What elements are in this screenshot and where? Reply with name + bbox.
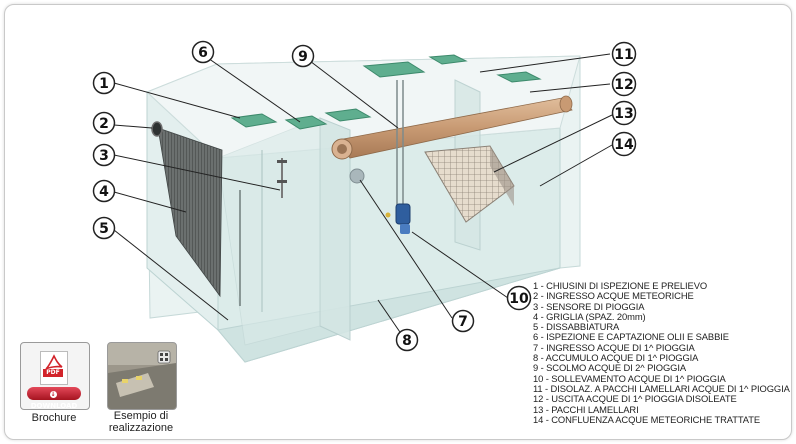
callout-5-label: 5	[99, 221, 109, 237]
example-photo-button[interactable]	[107, 342, 177, 410]
callout-7: 7	[451, 309, 475, 333]
legend-item: 10 - SOLLEVAMENTO ACQUE DI 1^ PIOGGIA	[533, 372, 726, 384]
example-label-line1: Esempio di	[113, 410, 169, 422]
callout-9: 9	[291, 44, 315, 68]
callout-12: 12	[611, 71, 637, 97]
lift-pump	[385, 80, 411, 234]
callout-1: 1	[92, 71, 116, 95]
legend-item: 7 - INGRESSO ACQUE DI 1^ PIOGGIA	[533, 341, 695, 353]
callout-7-label: 7	[458, 314, 468, 330]
brochure-label[interactable]: Brochure	[31, 412, 77, 424]
callout-6: 6	[191, 40, 215, 64]
legend-item: 8 - ACCUMULO ACQUE DI 1^ PIOGGIA	[533, 352, 699, 364]
callout-1-label: 1	[99, 76, 109, 92]
legend-item: 14 - CONFLUENZA ACQUE METEORICHE TRATTAT…	[533, 413, 761, 425]
callout-11-label: 11	[614, 47, 633, 63]
callout-2-label: 2	[99, 116, 109, 132]
acrobat-logo-icon	[45, 354, 63, 370]
callout-9-label: 9	[298, 49, 308, 65]
callout-8: 8	[395, 328, 419, 352]
callout-13-label: 13	[614, 106, 633, 122]
inlet-opening	[151, 121, 163, 137]
callout-13: 13	[611, 100, 637, 126]
callout-12-label: 12	[614, 77, 633, 93]
rain-sensor	[277, 158, 287, 198]
first-rain-inlet-ball	[349, 168, 365, 184]
callout-3: 3	[92, 143, 116, 167]
callout-4: 4	[92, 179, 116, 203]
legend-item: 11 - DISOLAZ. A PACCHI LAMELLARI ACQUE D…	[533, 382, 790, 394]
brochure-download-button[interactable]: PDF ↓ DOWNLOAD	[20, 342, 90, 410]
callout-11: 11	[611, 41, 637, 67]
legend-list: 1 - CHIUSINI DI ISPEZIONE E PRELIEVO 2 -…	[533, 280, 791, 425]
download-arrow-icon: ↓	[49, 391, 57, 398]
grate-panel	[157, 127, 223, 298]
example-label[interactable]: Esempio di realizzazione	[100, 410, 182, 434]
legend-item: 12 - USCITA ACQUE DI 1^ PIOGGIA DISOLEAT…	[533, 393, 737, 405]
inspection-covers	[230, 54, 542, 130]
legend-item: 1 - CHIUSINI DI ISPEZIONE E PRELIEVO	[533, 280, 708, 291]
example-label-line2: realizzazione	[108, 422, 174, 434]
callout-2: 2	[92, 111, 116, 135]
pdf-badge: PDF	[43, 369, 63, 377]
legend-item: 3 - SENSORE DI PIOGGIA	[533, 300, 645, 312]
installation-photo	[108, 343, 176, 409]
callout-10: 10	[506, 285, 532, 311]
callout-4-label: 4	[99, 184, 109, 200]
callout-14-label: 14	[614, 137, 634, 153]
callout-8-label: 8	[402, 333, 412, 349]
legend-item: 2 - INGRESSO ACQUE METEORICHE	[533, 290, 694, 302]
callout-10-label: 10	[509, 291, 529, 307]
legend-item: 13 - PACCHI LAMELLARI	[533, 403, 639, 415]
legend-item: 5 - DISSABBIATURA	[533, 321, 620, 333]
callout-6-label: 6	[198, 45, 208, 61]
download-label: DOWNLOAD	[30, 402, 78, 410]
callout-3-label: 3	[99, 148, 109, 164]
callout-5: 5	[92, 216, 116, 240]
legend-item: 9 - SCOLMO ACQUE DI 2^ PIOGGIA	[533, 362, 686, 374]
download-pill: ↓ DOWNLOAD	[27, 387, 81, 409]
legend-item: 6 - ISPEZIONE E CAPTAZIONE OLII E SABBIE	[533, 331, 729, 343]
lamellar-packs	[424, 145, 515, 223]
pdf-document-icon	[40, 351, 68, 385]
legend-item: 4 - GRIGLIA (SPAZ. 20mm)	[533, 310, 646, 322]
callout-14: 14	[611, 131, 637, 157]
leader-lines	[113, 53, 613, 339]
